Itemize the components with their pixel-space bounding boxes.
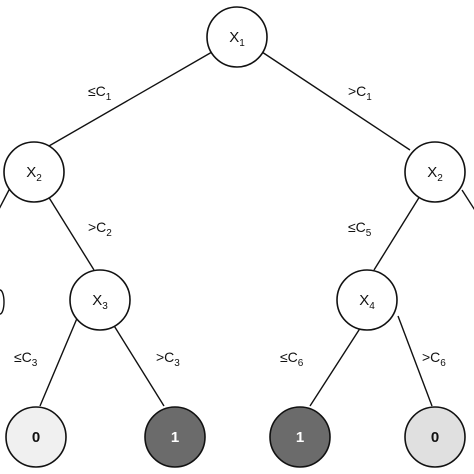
svg-text:1: 1 (296, 429, 304, 446)
edge-label-root-right: >C1 (348, 83, 372, 103)
edge-root-left (41, 51, 213, 151)
edge-label-x4-right: >C6 (422, 349, 446, 369)
leaf-ll: 0 (5, 406, 67, 468)
leaf-lr: 1 (144, 406, 206, 468)
edge-label-x3-left: ≤C3 (14, 349, 38, 369)
node-left: X2 (3, 141, 65, 203)
leaf-rr: 0 (404, 406, 466, 468)
edge-label-left-right: >C2 (88, 219, 112, 239)
edge-label-right-left: ≤C5 (348, 219, 372, 239)
node-root: X1 (206, 6, 268, 68)
node-x3: X3 (69, 269, 131, 331)
edge-right-offscreen (461, 189, 474, 211)
leaf-rl: 1 (269, 406, 331, 468)
edge-root-right (261, 51, 411, 151)
edge-left-offscreen (0, 187, 11, 209)
svg-text:X1: X1 (229, 29, 245, 49)
edge-label-x3-right: >C3 (156, 349, 180, 369)
edge-label-x4-left: ≤C6 (280, 349, 304, 369)
edge-x4-left (309, 315, 369, 407)
partial-node-left-edge (0, 289, 5, 315)
edge-x3-right (107, 315, 165, 407)
svg-text:0: 0 (431, 429, 439, 446)
node-x4: X4 (336, 269, 398, 331)
node-right: X2 (404, 141, 466, 203)
svg-text:X2: X2 (26, 164, 42, 184)
edge-label-root-left: ≤C1 (88, 83, 112, 103)
svg-text:X3: X3 (92, 292, 108, 312)
edge-x4-right (397, 315, 433, 407)
svg-text:X2: X2 (427, 164, 443, 184)
edge-left-right (47, 195, 95, 271)
svg-text:0: 0 (32, 429, 40, 446)
svg-text:1: 1 (171, 429, 179, 446)
edge-right-left (373, 195, 421, 271)
edge-x3-left (39, 315, 79, 407)
svg-text:X4: X4 (359, 292, 375, 312)
